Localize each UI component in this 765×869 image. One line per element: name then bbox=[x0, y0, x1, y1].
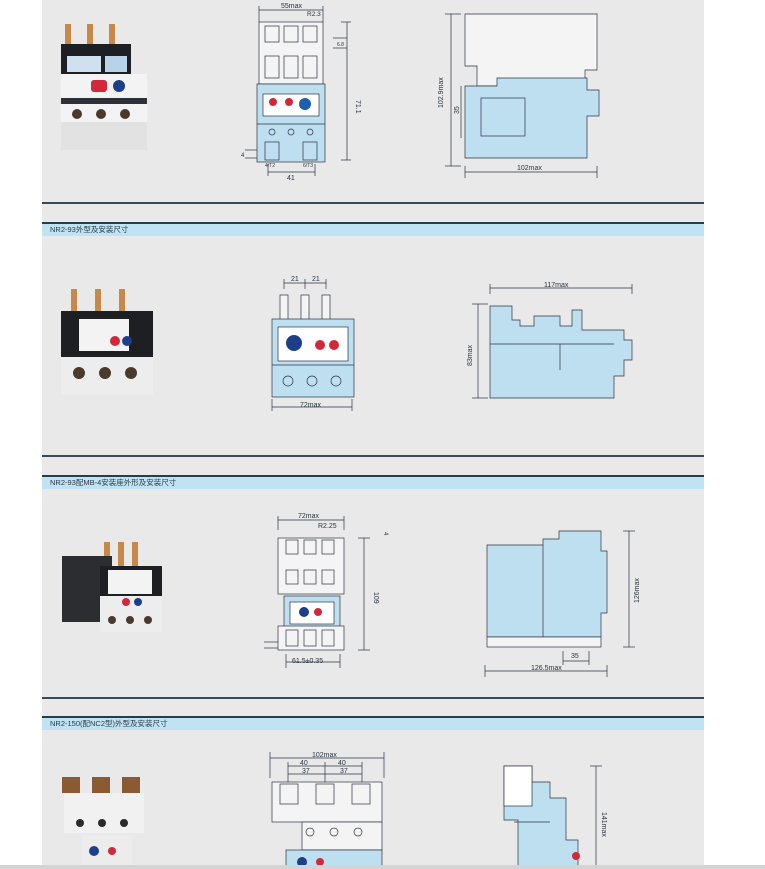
side-inner-label: 35 bbox=[454, 106, 461, 114]
section-title-band: NR2-93外型及安装尺寸 bbox=[42, 222, 704, 236]
section-title: NR2-150(配NC2型)外型及安装尺寸 bbox=[50, 719, 168, 728]
dim-front-width: 72max bbox=[300, 402, 322, 409]
side-width-label: 126.5max bbox=[531, 665, 562, 672]
page-edge bbox=[0, 865, 765, 869]
section-title: NR2-93配MB-4安装座外形及安装尺寸 bbox=[50, 478, 177, 487]
side-view-drawing-4: 141max bbox=[503, 765, 607, 869]
front-view-drawing-2: 21 21 72max bbox=[271, 276, 355, 411]
front-view-drawing-1: 55max R2.3 6.8 71.1 41 4 4/T2 6/T3 bbox=[241, 3, 361, 182]
dim-top-width: 102max bbox=[312, 752, 337, 759]
section-title-band: NR2-93配MB-4安装座外形及安装尺寸 bbox=[42, 475, 704, 489]
side-width-label: 102max bbox=[517, 165, 542, 172]
dim-height-right: 71.1 bbox=[354, 100, 361, 114]
dim-height: 109 bbox=[372, 592, 379, 604]
dim-pitch-c: 37 bbox=[302, 768, 310, 775]
product-photo-nr2-93 bbox=[61, 289, 153, 395]
front-view-drawing-4: 102max 40 40 37 37 bbox=[269, 752, 385, 869]
side-height-label: 83max bbox=[467, 344, 474, 366]
product-photo-nr2-25 bbox=[61, 24, 147, 150]
dim-pitch-b: 21 bbox=[312, 276, 320, 283]
side-width-label: 117max bbox=[544, 282, 569, 289]
side-height-label: 102.9max bbox=[438, 77, 445, 108]
dim-small: 4 bbox=[382, 532, 388, 536]
section-rule bbox=[42, 697, 704, 699]
dim-radius: R2.25 bbox=[318, 523, 337, 530]
catalog-sheet: 55max R2.3 6.8 71.1 41 4 4/T2 6/T3 bbox=[42, 0, 704, 869]
side-height-label: 126max bbox=[634, 578, 641, 603]
dim-pitch-b: 40 bbox=[338, 760, 346, 767]
dim-top-width: 72max bbox=[298, 513, 320, 520]
product-photo-nr2-150 bbox=[62, 777, 144, 865]
product-photo-nr2-93-mb4 bbox=[62, 542, 162, 632]
side-height-label: 141max bbox=[600, 812, 607, 837]
dim-pitch-a: 21 bbox=[291, 276, 299, 283]
front-view-drawing-3: 72max R2.25 4 109 61.5±0.35 bbox=[264, 513, 388, 668]
dim-radius: R2.3 bbox=[307, 11, 321, 18]
side-inner-label: 35 bbox=[571, 653, 579, 660]
section-title-band: NR2-150(配NC2型)外型及安装尺寸 bbox=[42, 716, 704, 730]
dim-top-width: 55max bbox=[281, 3, 303, 10]
dim-pitch-a: 40 bbox=[300, 760, 308, 767]
side-view-drawing-2: 117max 83max bbox=[467, 282, 633, 399]
section-1: 55max R2.3 6.8 71.1 41 4 4/T2 6/T3 bbox=[42, 0, 704, 205]
dim-front-left: 4 bbox=[241, 153, 245, 159]
terminal-label-1: 4/T2 bbox=[265, 163, 275, 169]
dim-pitch-d: 37 bbox=[340, 768, 348, 775]
side-view-drawing-1: 102.9max 35 102max bbox=[438, 13, 600, 178]
dim-bottom-width: 61.5±0.35 bbox=[292, 658, 323, 665]
dim-bottom-width: 41 bbox=[287, 175, 295, 182]
terminal-label-2: 6/T3 bbox=[303, 163, 313, 169]
section-rule bbox=[42, 202, 704, 204]
dim-small: 6.8 bbox=[337, 42, 344, 48]
side-view-drawing-3: 126max 35 126.5max bbox=[484, 530, 641, 677]
section-title: NR2-93外型及安装尺寸 bbox=[50, 225, 129, 234]
section-rule bbox=[42, 455, 704, 457]
